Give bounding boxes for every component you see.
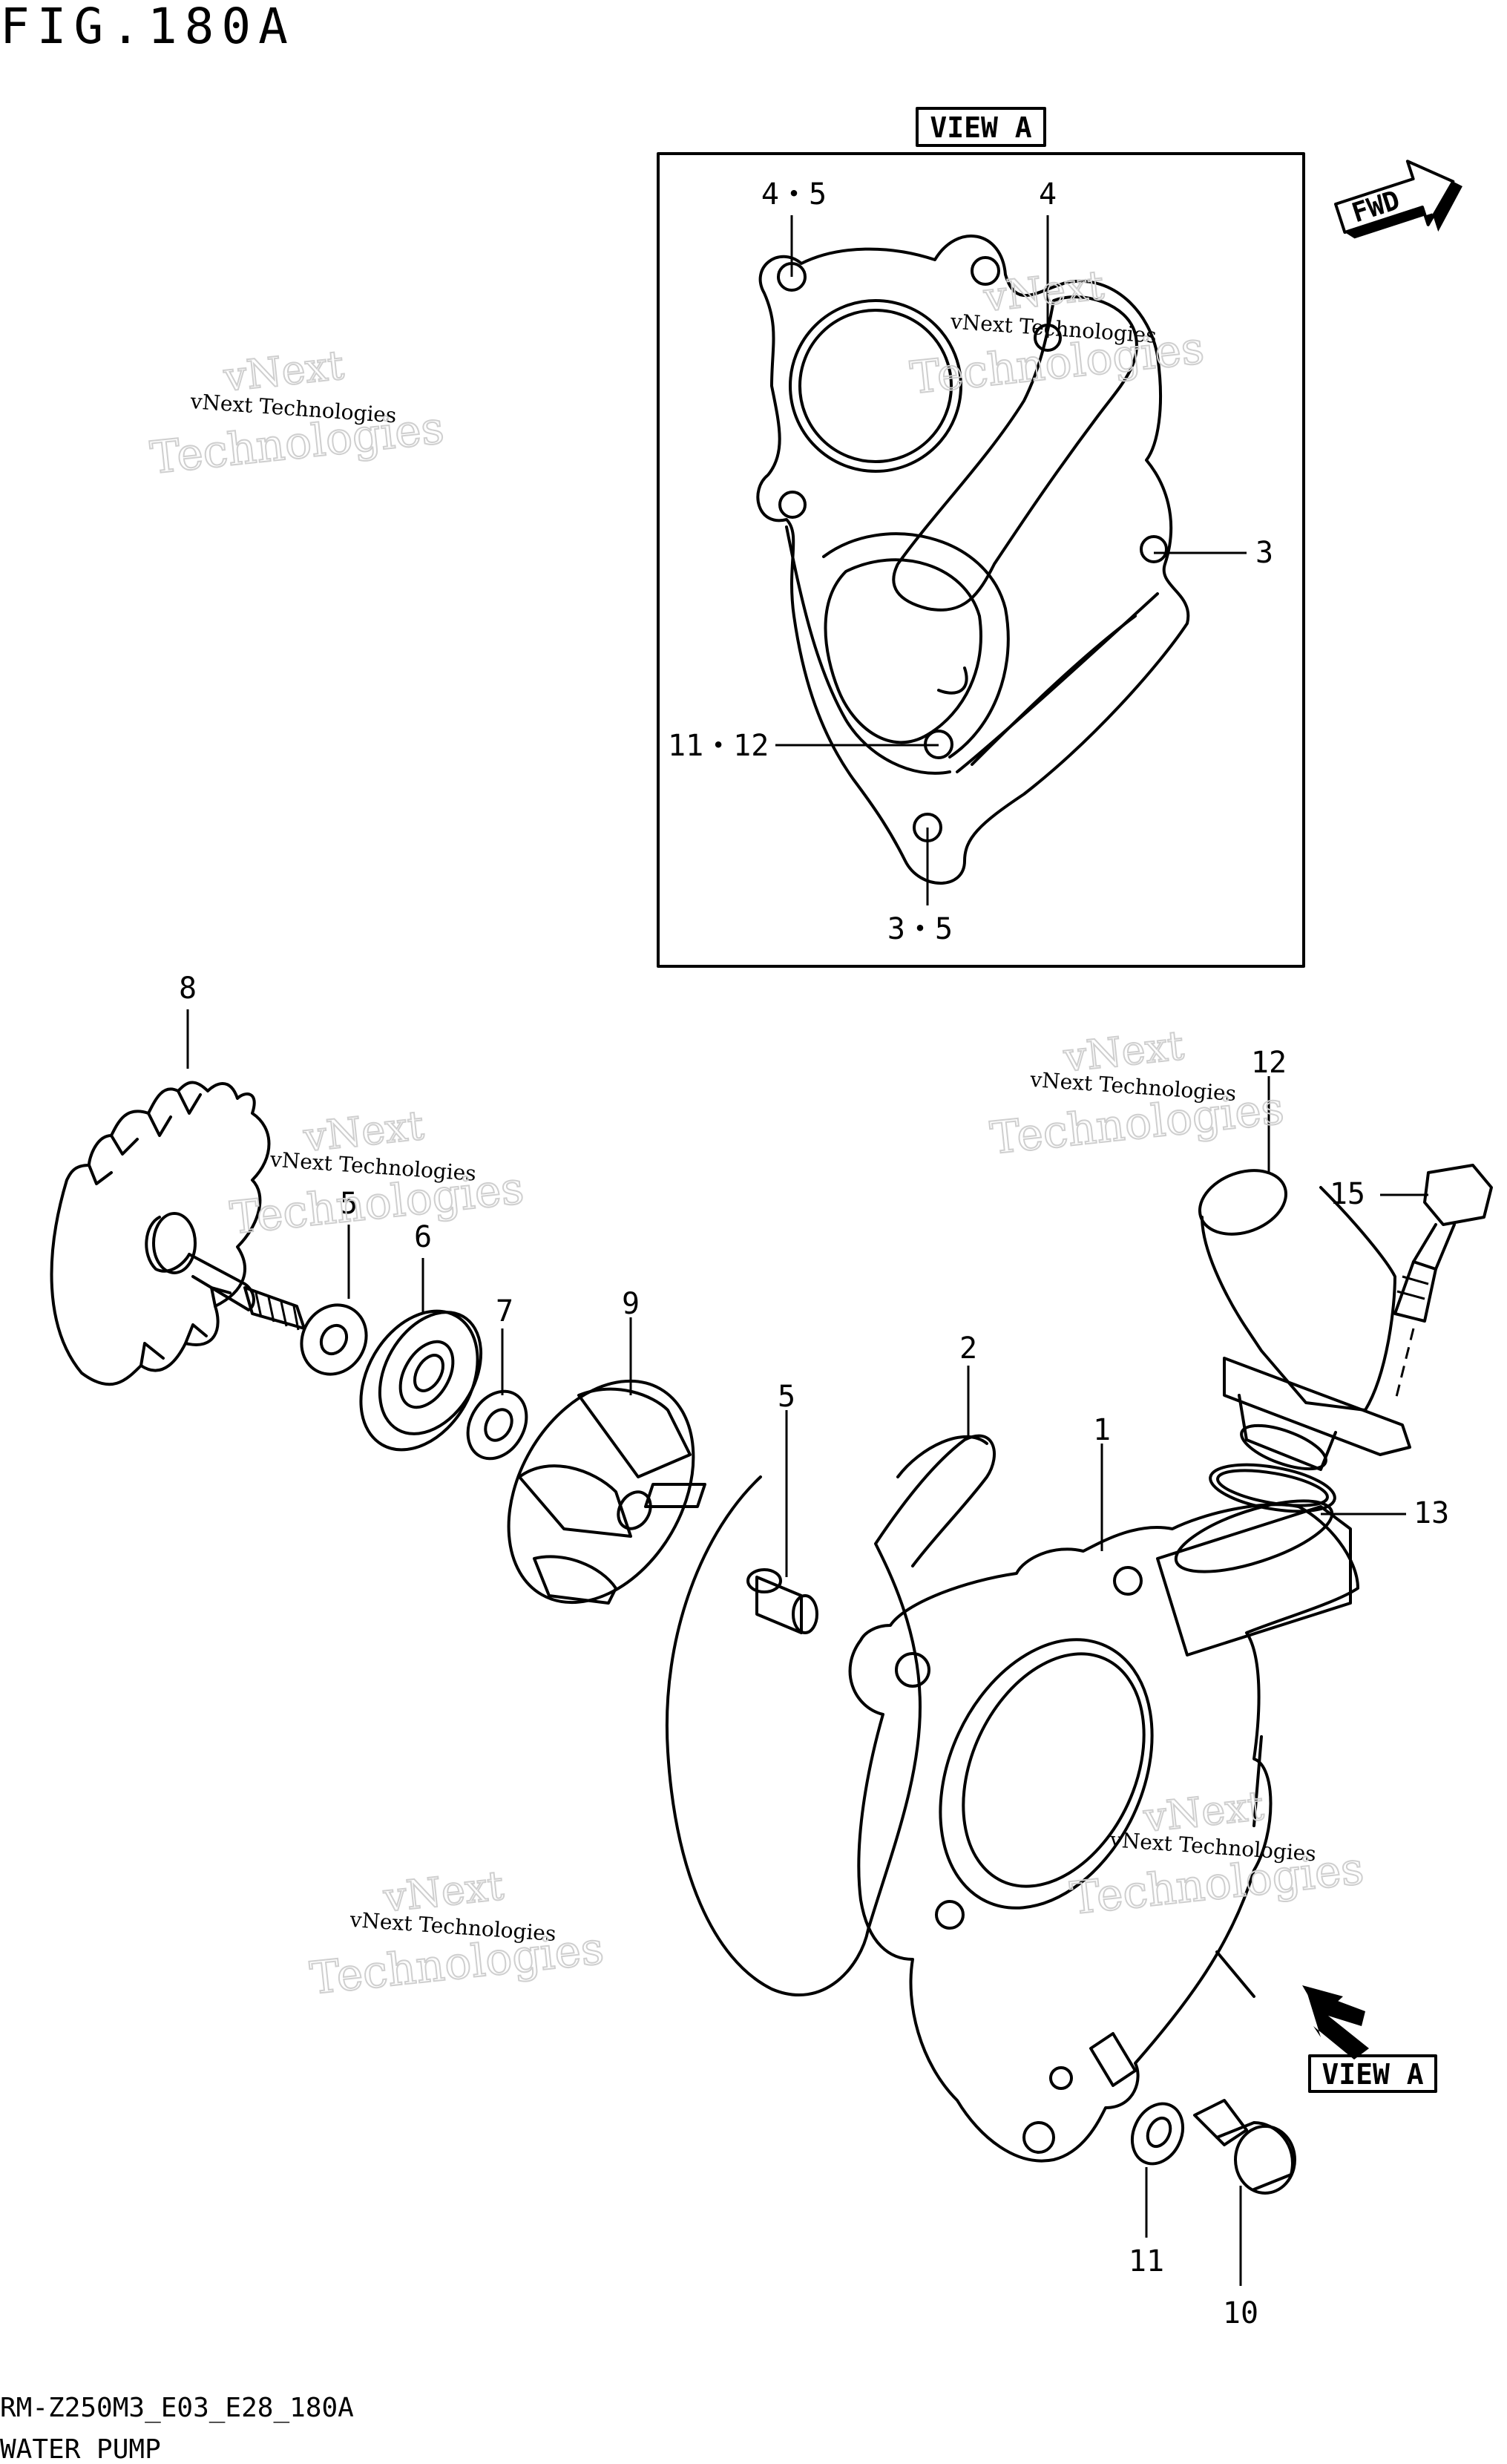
view-a-callout-4: 4: [1039, 177, 1057, 212]
figure-subtitle: WATER PUMP: [0, 2434, 161, 2464]
part-12-washer: [1130, 2102, 1185, 2238]
callout-6: 6: [414, 1220, 432, 1254]
part-11-bolt: [1193, 2099, 1296, 2286]
view-a-callout-4-5: 4・5: [761, 177, 827, 212]
part-7-impeller: [507, 1317, 706, 1605]
part-1-pump-case: [848, 1444, 1359, 2163]
callout-10: 7: [496, 1294, 513, 1328]
callout-2: 2: [959, 1331, 977, 1366]
view-a-inset: VIEW A 4・5 4 3 11・12 3・5: [657, 107, 1305, 968]
view-a-arrow-label: VIEW A: [1322, 2058, 1423, 2091]
figure-title: FIG.180A: [0, 0, 295, 55]
callout-7: 9: [622, 1287, 640, 1321]
figure-code: RM-Z250M3_E03_E28_180A: [0, 2393, 354, 2423]
view-a-callout-11-12: 11・12: [668, 729, 769, 763]
part-13-elbow: [1198, 1076, 1411, 1471]
callout-12: 11: [1129, 2244, 1164, 2278]
part-9-washer: [300, 1225, 368, 1376]
fwd-arrow: FWD: [1334, 160, 1462, 239]
svg-text:vNext: vNext: [221, 341, 347, 401]
view-a-callout-3-5: 3・5: [887, 912, 953, 946]
svg-text:vNext: vNext: [381, 1862, 506, 1921]
svg-text:vNext: vNext: [301, 1102, 426, 1161]
part-14-o-ring: [1209, 1463, 1406, 1516]
view-a-arrow: VIEW A: [1302, 1985, 1437, 2093]
callout-15: 15: [1330, 1177, 1365, 1211]
callout-14: 13: [1414, 1496, 1449, 1530]
part-5-dowel-pin: [746, 1410, 818, 1634]
callout-13: 12: [1251, 1046, 1287, 1080]
part-6-oil-seal: [359, 1258, 483, 1452]
callout-8: 8: [179, 971, 197, 1006]
svg-text:vNext: vNext: [1061, 1022, 1186, 1081]
watermarks: vNext Technologies vNext Technologies vN…: [147, 261, 1367, 2006]
view-a-callout-3: 3: [1255, 536, 1273, 570]
callout-9: 5: [340, 1187, 358, 1221]
callout-5: 5: [778, 1380, 795, 1414]
callout-11: 10: [1223, 2296, 1258, 2330]
callout-1: 1: [1093, 1413, 1111, 1447]
svg-text:vNext: vNext: [1140, 1782, 1266, 1841]
view-a-box-label: VIEW A: [930, 111, 1031, 144]
part-2-gasket: [666, 1366, 996, 1996]
part-15-bolt: [1380, 1164, 1493, 1403]
part-10-seal: [466, 1328, 528, 1461]
